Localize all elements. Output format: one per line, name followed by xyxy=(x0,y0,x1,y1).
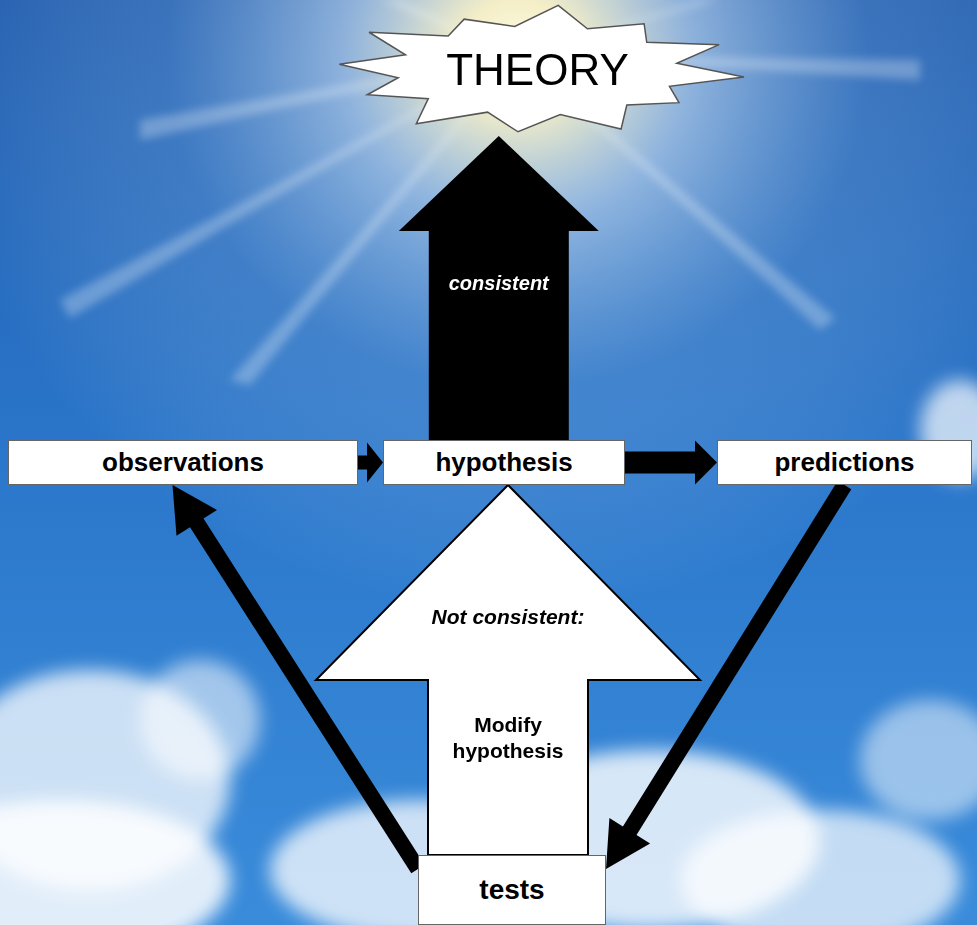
node-text: predictions xyxy=(774,448,914,478)
edge-label: Not consistent: xyxy=(432,605,585,629)
process-box: hypothesis xyxy=(383,440,625,485)
process-box: observations xyxy=(8,440,358,485)
flow-arrow xyxy=(399,136,599,440)
starburst-shape xyxy=(339,5,744,131)
process-box: tests xyxy=(418,855,606,925)
edge-label: consistent xyxy=(449,272,549,295)
flow-arrow xyxy=(358,443,383,483)
node-text: THEORY xyxy=(446,45,629,96)
node-text: hypothesis xyxy=(435,448,572,478)
flow-arrow xyxy=(625,441,717,485)
node-text: tests xyxy=(479,874,544,906)
arrow-note: Modify hypothesis xyxy=(433,712,583,765)
clouds xyxy=(0,380,977,925)
node-text: observations xyxy=(102,448,264,478)
process-box: predictions xyxy=(717,440,972,485)
theory-starburst: THEORY xyxy=(330,5,745,136)
flow-arrow xyxy=(316,485,700,855)
